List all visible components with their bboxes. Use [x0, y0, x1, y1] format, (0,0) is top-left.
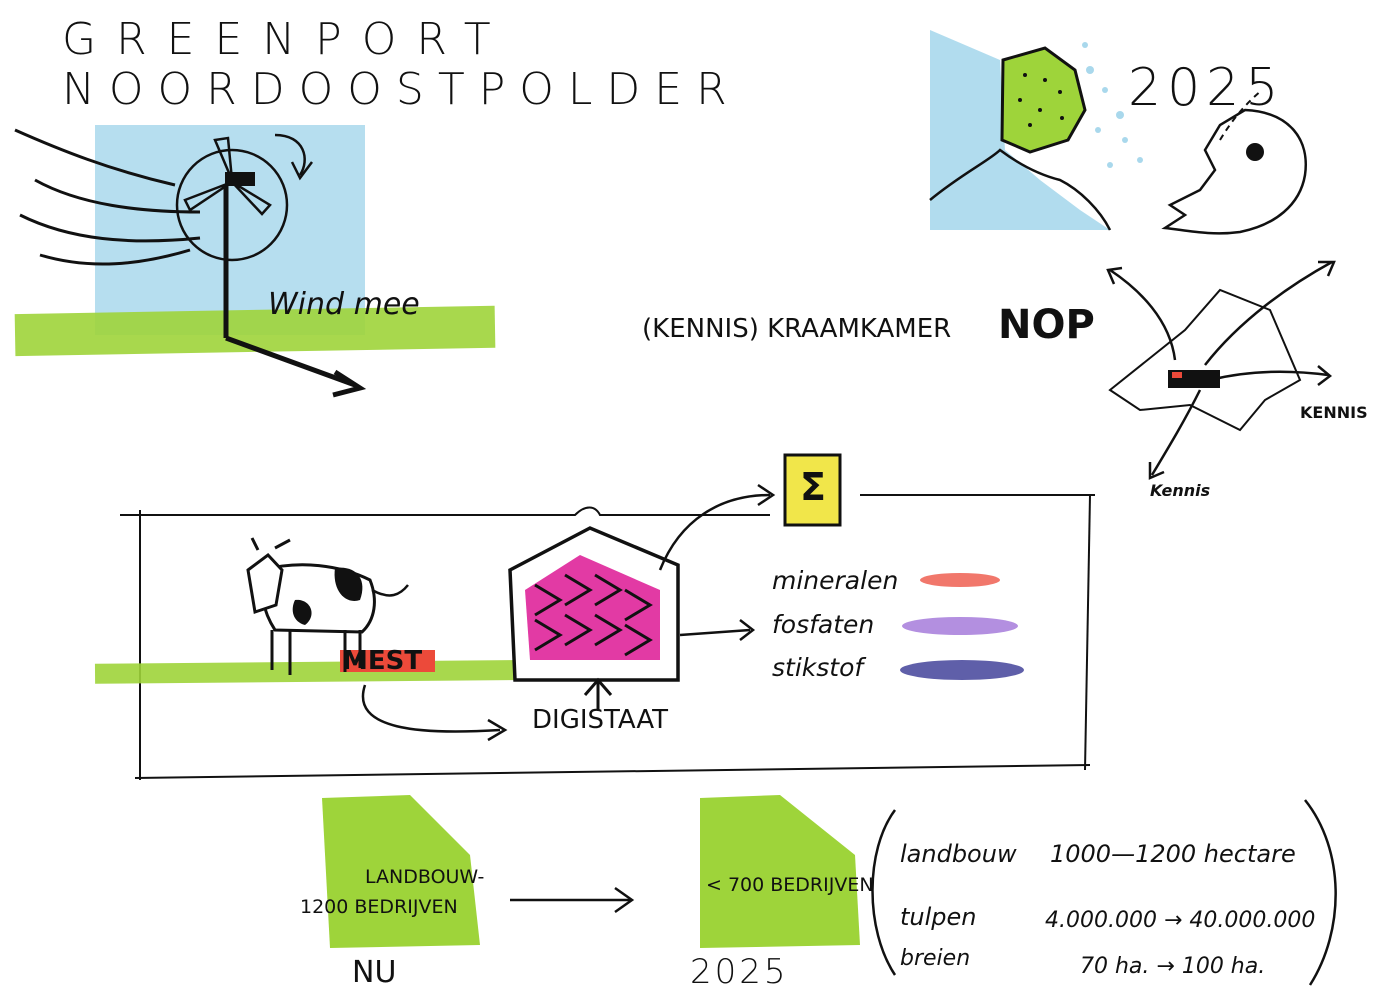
ground-arrowhead — [332, 369, 367, 398]
swatch-fosfaten — [902, 617, 1018, 635]
stat-value-breien: 70 ha. → 100 ha. — [1080, 954, 1266, 979]
future-label: 2025 — [690, 952, 789, 992]
digestate-label: DIGISTAAT — [532, 705, 669, 735]
netherlands-outline — [1161, 108, 1307, 235]
wind-gust-4 — [39, 248, 191, 266]
polder-dots — [1018, 73, 1064, 127]
wind-gust-1 — [14, 128, 176, 187]
kennis-badge: NOP — [998, 302, 1095, 348]
stat-value-tulpen: 4.000.000 → 40.000.000 — [1045, 908, 1316, 933]
coastline — [929, 148, 1112, 231]
kennis-label-down: Kennis — [1150, 481, 1211, 500]
stat-label-landbouw: landbouw — [900, 840, 1017, 868]
location-dot — [1246, 143, 1264, 161]
digester-up-arrow — [583, 677, 613, 710]
stat-label-tulpen: tulpen — [900, 903, 977, 931]
dashed-connector — [1219, 89, 1263, 141]
turbine-blade-2 — [231, 180, 272, 216]
frame-top — [120, 506, 770, 516]
swatch-mineralen — [920, 573, 1000, 587]
electricity-symbol: Σ — [800, 465, 826, 509]
title-line1: GREENPORT — [62, 14, 511, 65]
future-text: < 700 BEDRIJVEN — [706, 874, 874, 896]
turbine-blade-3 — [183, 180, 233, 212]
cow-head — [246, 552, 284, 614]
stat-value-landbouw: 1000—1200 hectare — [1050, 840, 1296, 868]
digester-chevrons — [534, 573, 653, 657]
swatch-stikstof — [900, 660, 1024, 680]
wind-gust-3 — [19, 213, 201, 243]
manure-patch — [340, 650, 435, 672]
output-fosfaten: fosfaten — [772, 610, 875, 639]
kennis-arrow-right — [1209, 370, 1329, 382]
kennis-arrowhead-top — [1318, 260, 1336, 277]
cow-spot-2 — [292, 599, 312, 625]
now-label: NU — [352, 955, 397, 990]
now-text-line1: LANDBOUW- — [365, 866, 485, 888]
kennis-diagram — [1106, 260, 1336, 480]
output-swatches — [900, 573, 1024, 680]
grass-strip-wind — [14, 305, 496, 357]
cow-drawing — [246, 537, 409, 675]
process-frame — [120, 494, 1095, 780]
wind-label: Wind mee — [268, 287, 420, 322]
kennis-label-right: KENNIS — [1300, 403, 1368, 422]
electric-box — [783, 453, 842, 527]
title-year: 2025 — [1128, 58, 1285, 118]
polder-now — [322, 795, 480, 948]
outputs-arrow — [679, 628, 751, 637]
map-sketch — [929, 30, 1307, 235]
wind-turbine-scene — [14, 125, 496, 398]
electric-arrow — [658, 493, 771, 571]
comparison-arrowhead — [614, 886, 635, 914]
title-line2: NOORDOOSTPOLDER — [62, 64, 741, 115]
cow-horns — [250, 537, 291, 551]
manure-label: MEST — [342, 646, 423, 676]
digester — [508, 526, 680, 710]
stat-label-breien: breien — [900, 946, 971, 971]
kennis-heading: (KENNIS) KRAAMKAMER — [642, 314, 952, 344]
turbine-blade-1 — [213, 136, 234, 181]
mest-arrow — [361, 684, 501, 733]
kennis-arrow-top — [1204, 260, 1333, 366]
electric-arrowhead — [757, 483, 776, 507]
cow-spot-1 — [334, 567, 363, 601]
outputs-arrowhead — [739, 619, 756, 641]
cow-tail — [371, 584, 409, 597]
frame-bottom — [134, 764, 1091, 779]
kennis-arrowhead-down — [1148, 462, 1165, 480]
rotation-arrow — [274, 133, 306, 176]
polder-future — [700, 795, 860, 948]
ground-arrow — [225, 335, 356, 388]
mest-arrowhead — [487, 718, 508, 742]
kennis-arrowhead-left — [1106, 266, 1123, 285]
kraamkamer-accent — [1172, 372, 1182, 378]
rotation-arrowhead — [290, 161, 313, 181]
output-mineralen: mineralen — [772, 566, 899, 595]
bracket-right — [1304, 799, 1337, 986]
cow-legs — [270, 630, 362, 675]
bracket-left — [871, 809, 897, 976]
kennis-arrow-down — [1150, 389, 1202, 476]
grass-strip-process — [94, 659, 536, 684]
water-dots — [1082, 42, 1143, 168]
kennis-arrow-left — [1109, 268, 1177, 361]
rotor-circle — [175, 148, 289, 262]
water-area — [930, 30, 1110, 230]
kennis-arrowhead-right — [1317, 365, 1333, 386]
output-stikstof: stikstof — [772, 653, 864, 682]
now-text-line2: 1200 BEDRIJVEN — [300, 896, 458, 918]
turbine-hub — [225, 172, 255, 186]
region-outline — [1108, 288, 1302, 432]
polder-shape — [1000, 46, 1087, 154]
frame-right — [1084, 494, 1091, 771]
